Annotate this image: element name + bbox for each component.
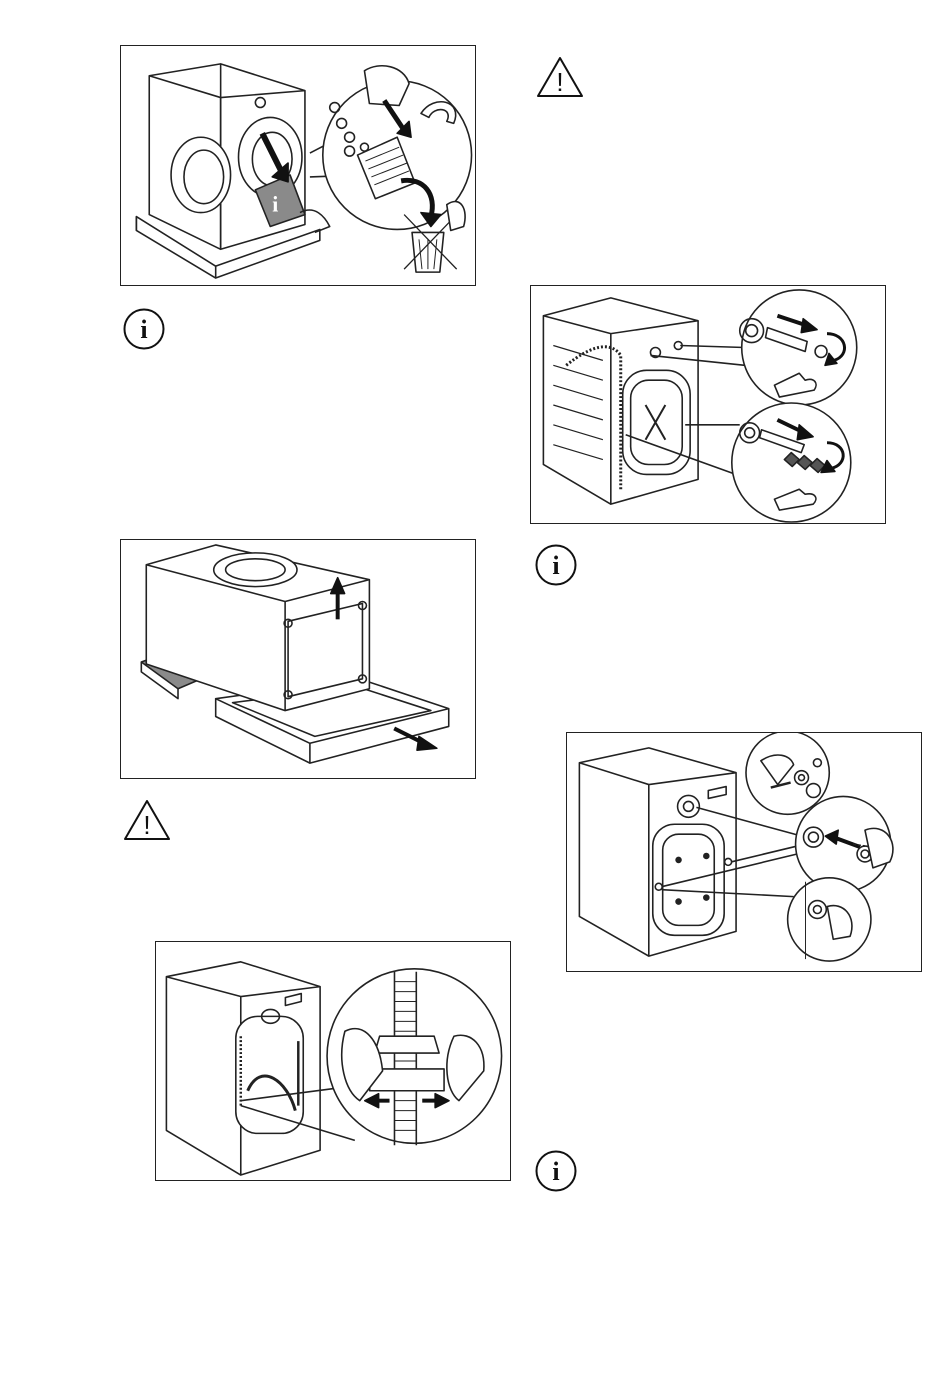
figure-remove-base-packaging: [120, 539, 476, 779]
warning-mark: !: [143, 810, 150, 840]
info-icon: i: [535, 544, 577, 586]
info-letter: i: [552, 1157, 559, 1186]
info-icon: i: [123, 308, 165, 350]
booklet-info-letter: i: [272, 193, 278, 217]
figure-insert-plastic-caps: [566, 732, 922, 972]
figure-transit-bolts-removal: [530, 285, 886, 524]
warning-mark: !: [556, 67, 563, 97]
figure-unpack-documents: i: [120, 45, 476, 286]
info-icon: i: [535, 1150, 577, 1192]
warning-icon: !: [123, 798, 171, 842]
figure-hose-clip-release: [155, 941, 511, 1181]
info-letter: i: [140, 315, 147, 344]
warning-icon: !: [536, 55, 584, 99]
info-letter: i: [552, 551, 559, 580]
